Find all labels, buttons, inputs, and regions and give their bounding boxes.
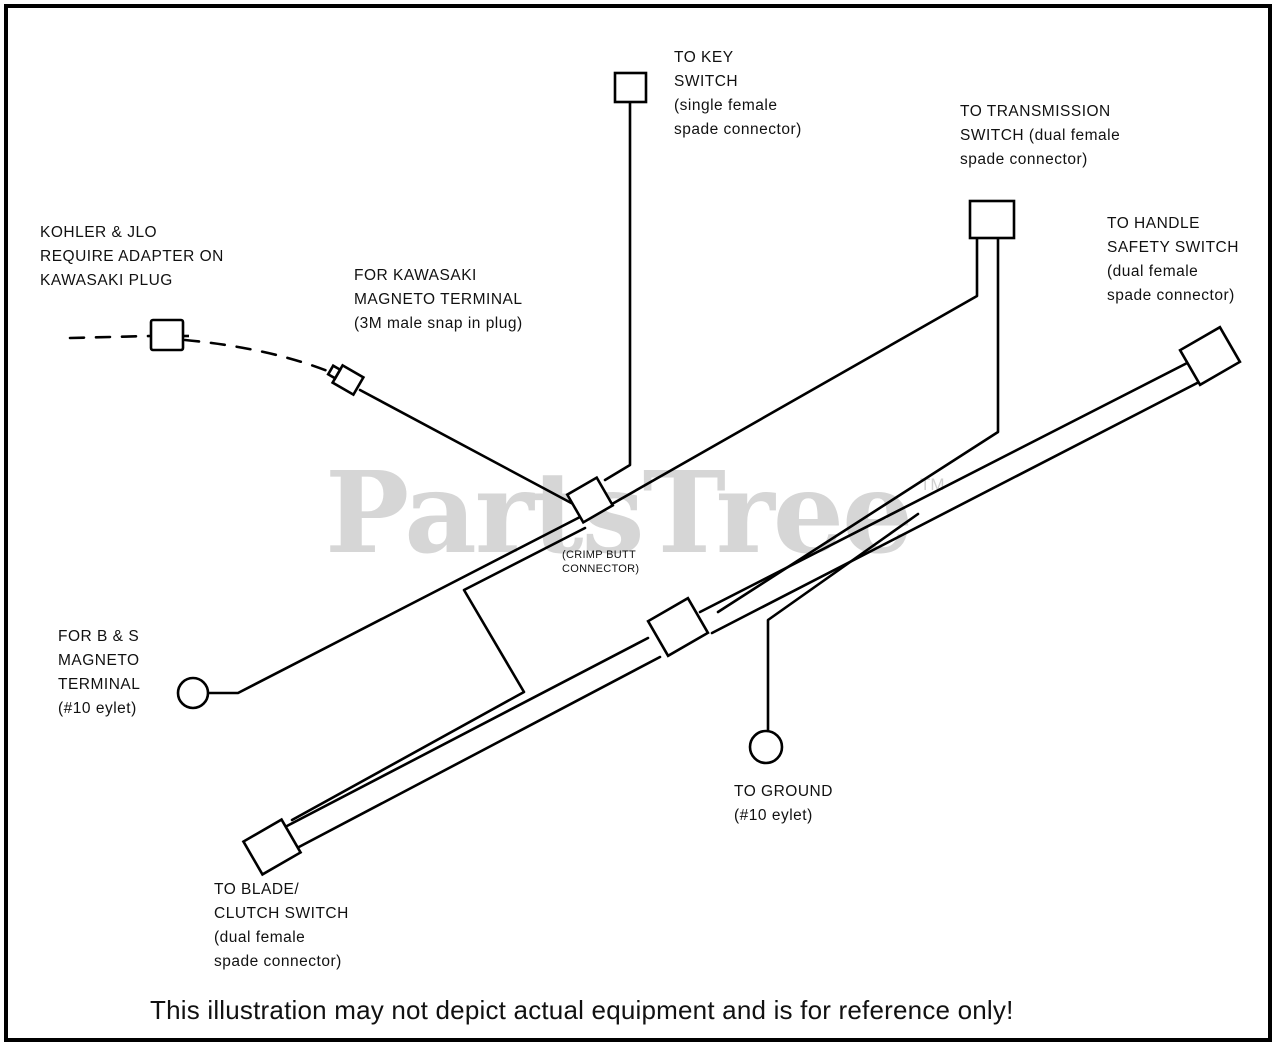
adapter-plug (149, 318, 185, 352)
disclaimer-text: This illustration may not depict actual … (150, 995, 1014, 1025)
key-switch-connector (613, 71, 648, 104)
blade-clutch-wire-b (295, 655, 662, 850)
transmission-wire-b (716, 236, 1000, 614)
kawasaki-wire (358, 388, 577, 507)
blade-clutch-wire-a (283, 636, 650, 829)
blade-clutch-connector (241, 817, 303, 877)
zigzag-wire (290, 526, 587, 822)
key-switch-wire (603, 100, 632, 482)
label-kohler-jlo: KOHLER & JLO REQUIRE ADAPTER ON KAWASAKI… (40, 224, 224, 289)
transmission-wire-a (603, 236, 979, 510)
label-crimp-butt: (CRIMP BUTT CONNECTOR) (562, 549, 640, 575)
ground-eyelet (748, 729, 784, 765)
label-key-switch: TO KEY SWITCH (single female spade conne… (674, 49, 802, 138)
crimp-butt-connector (565, 475, 615, 525)
label-kawasaki: FOR KAWASAKI MAGNETO TERMINAL (3M male s… (354, 267, 523, 332)
adapter-dashed-wire (68, 334, 152, 340)
handle-safety-connector (1178, 325, 1242, 387)
harness-lower-wire (710, 378, 1205, 635)
label-bs-magneto: FOR B & S MAGNETO TERMINAL (#10 eylet) (58, 628, 141, 717)
ground-wire (766, 512, 920, 732)
label-ground: TO GROUND (#10 eylet) (734, 783, 833, 824)
label-blade-clutch: TO BLADE/ CLUTCH SWITCH (dual female spa… (214, 881, 349, 970)
bs-magneto-wire (206, 515, 582, 695)
bs-magneto-eyelet (176, 676, 210, 710)
mid-harness-connector (646, 596, 710, 658)
label-transmission-switch: TO TRANSMISSION SWITCH (dual female spad… (960, 103, 1121, 168)
label-handle-safety: TO HANDLE SAFETY SWITCH (dual female spa… (1107, 215, 1239, 304)
adapter-dashed-curve (183, 338, 332, 374)
transmission-switch-connector (968, 199, 1016, 240)
harness-upper-wire (698, 358, 1195, 614)
